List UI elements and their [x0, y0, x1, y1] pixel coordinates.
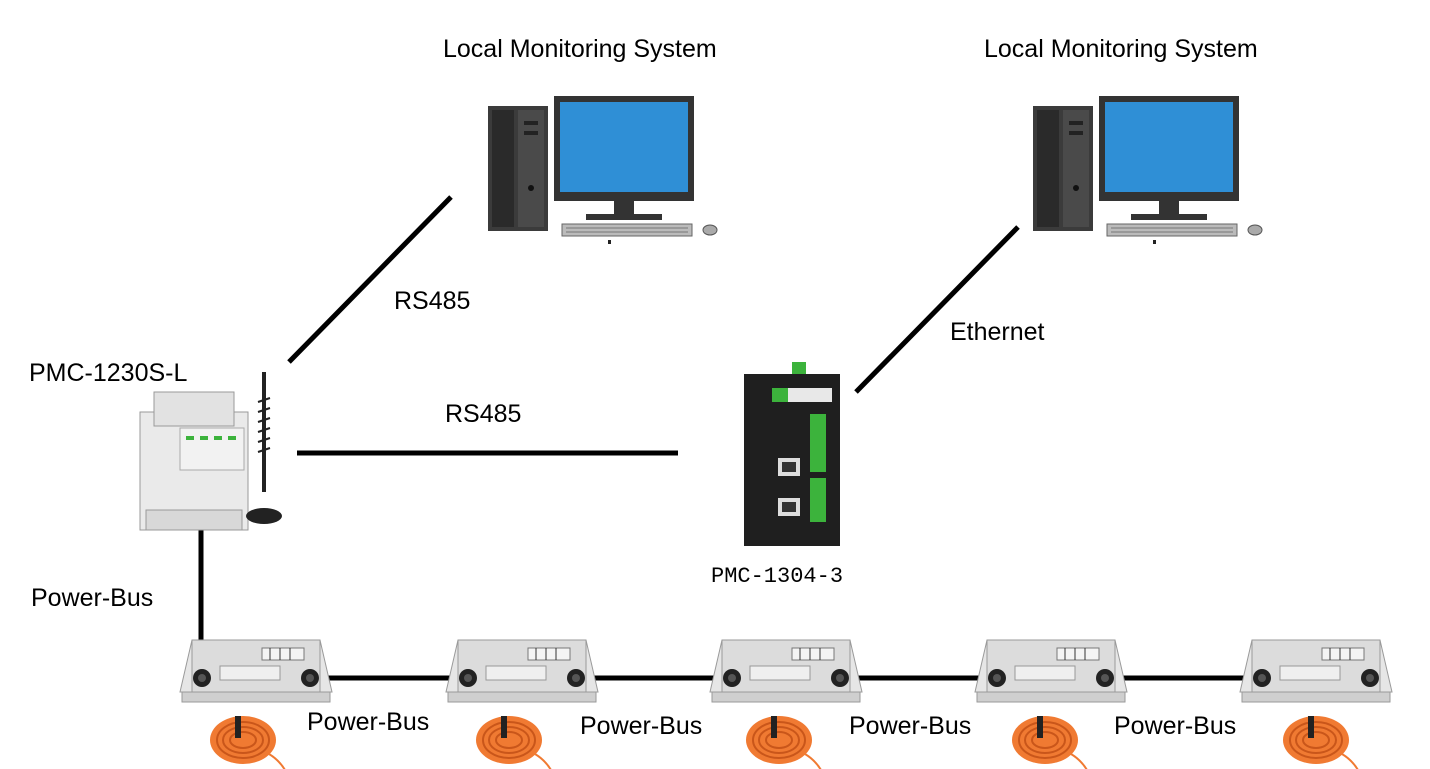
local-monitoring-system-label-right: Local Monitoring System	[984, 35, 1258, 63]
ethernet-label: Ethernet	[950, 318, 1045, 346]
power-bus-vertical-label: Power-Bus	[31, 584, 154, 612]
sensor-node-box-icon	[445, 639, 599, 703]
pmc-1304-3-label: PMC-1304-3	[711, 564, 844, 589]
desktop-computer-icon	[487, 95, 718, 245]
power-bus-label-3: Power-Bus	[849, 712, 972, 740]
ethernet-link	[854, 225, 1020, 394]
cable-coil-icon	[1011, 715, 1088, 769]
cable-coil-icon	[475, 715, 552, 769]
desktop-computer-icon	[1032, 95, 1263, 245]
connection-lines	[198, 195, 1262, 681]
pmc-1230s-l-label: PMC-1230S-L	[29, 359, 188, 387]
sensor-node-box-icon	[974, 639, 1128, 703]
local-monitoring-system-label-left: Local Monitoring System	[443, 35, 717, 63]
power-bus-label-4: Power-Bus	[1114, 712, 1237, 740]
sensor-node-box-icon	[179, 639, 333, 703]
sensor-node-box-icon	[1239, 639, 1393, 703]
cable-coil-icon	[745, 715, 822, 769]
rs485-lower-label: RS485	[445, 400, 522, 428]
din-rail-meter-icon	[139, 391, 249, 531]
power-bus-label-2: Power-Bus	[580, 712, 703, 740]
cable-coil-icon	[1282, 715, 1359, 769]
power-bus-label-1: Power-Bus	[307, 708, 430, 736]
rs485-upper-label: RS485	[394, 287, 471, 315]
sensor-node-box-icon	[709, 639, 863, 703]
rs485-link-upper	[287, 195, 453, 364]
din-rail-gateway-icon	[744, 362, 840, 546]
cable-coil-icon	[209, 715, 286, 769]
antenna-icon	[246, 372, 282, 524]
